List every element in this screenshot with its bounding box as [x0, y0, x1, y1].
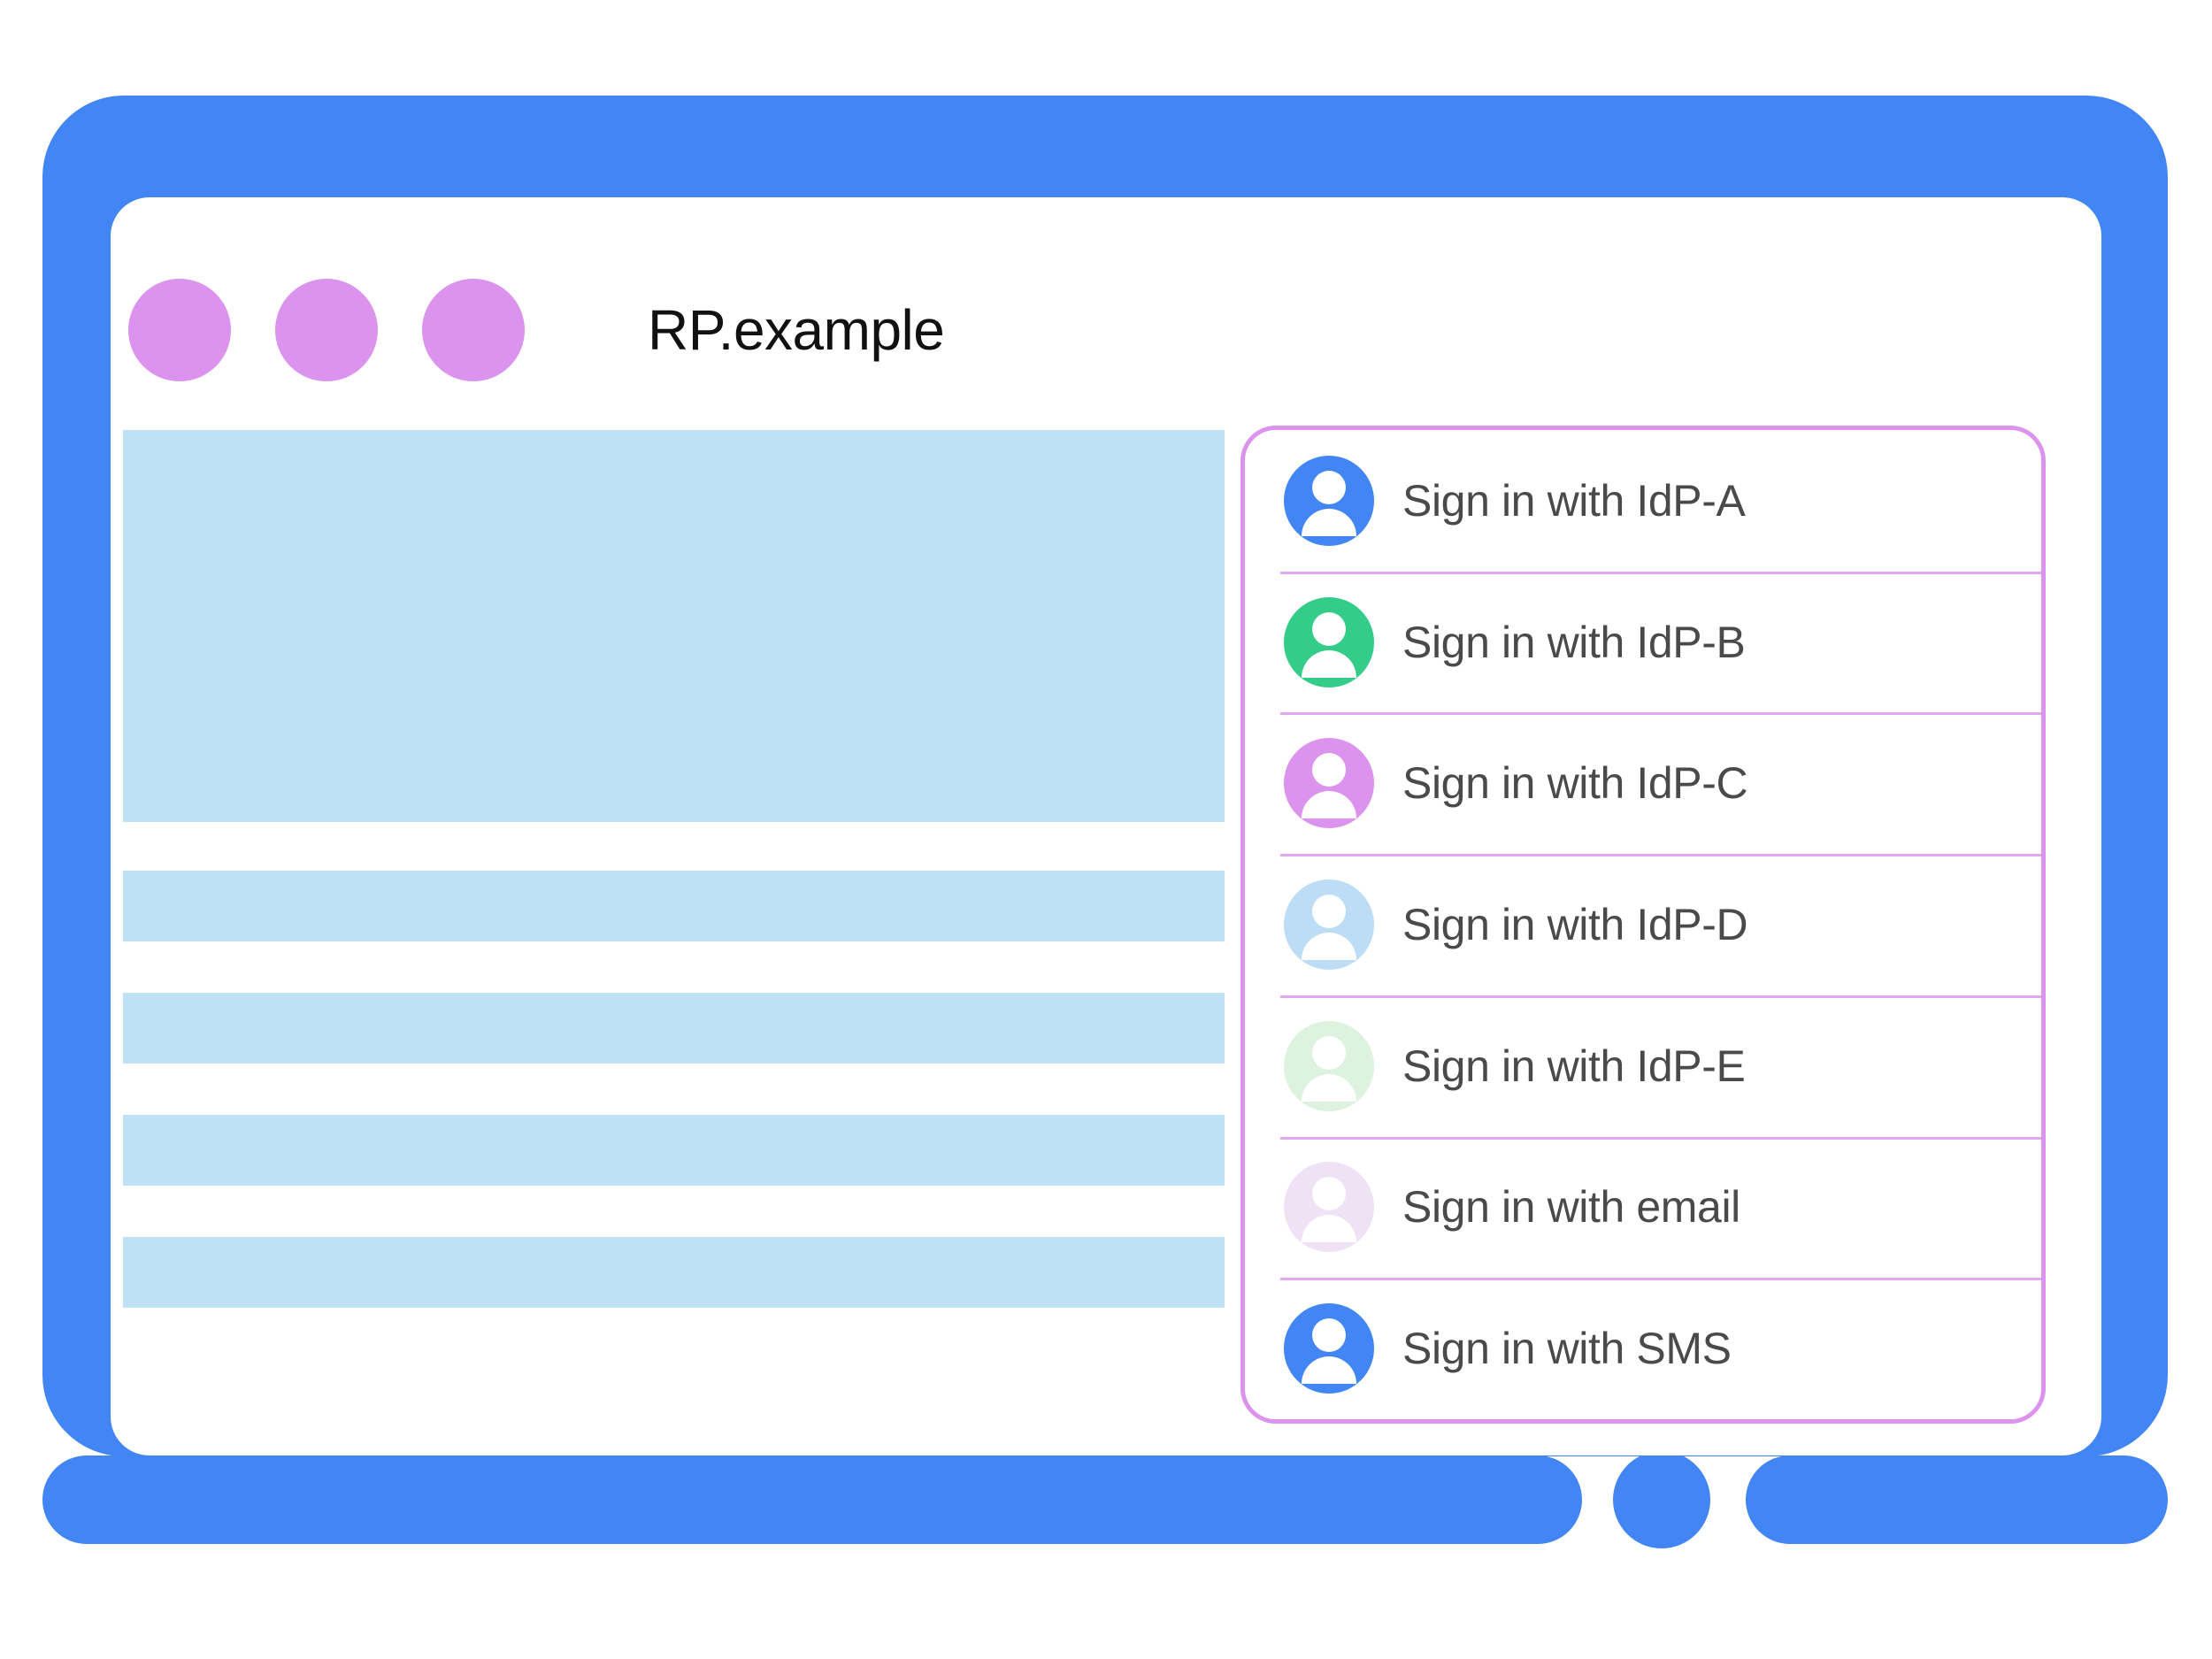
- site-title: RP.example: [648, 298, 945, 362]
- browser-titlebar: RP.example: [111, 197, 2101, 381]
- account-option-label: Sign in with IdP-C: [1402, 758, 1748, 809]
- person-avatar-icon: [1284, 1020, 1374, 1111]
- device-bezel-right: [1746, 1455, 2168, 1544]
- account-option-idp-c[interactable]: Sign in with IdP-C: [1245, 712, 2041, 855]
- account-option-label: Sign in with IdP-B: [1402, 617, 1746, 667]
- account-option-email[interactable]: Sign in with email: [1245, 1136, 2041, 1279]
- account-option-label: Sign in with IdP-E: [1402, 1041, 1746, 1091]
- window-dot-2[interactable]: [275, 279, 378, 381]
- account-option-label: Sign in with email: [1402, 1182, 1740, 1233]
- home-button[interactable]: [1613, 1451, 1710, 1548]
- account-option-label: Sign in with IdP-A: [1402, 475, 1746, 526]
- text-placeholder-1: [123, 871, 1225, 941]
- text-placeholder-4: [123, 1237, 1225, 1308]
- account-option-idp-d[interactable]: Sign in with IdP-D: [1245, 854, 2041, 995]
- person-avatar-icon: [1284, 596, 1374, 687]
- account-option-idp-a[interactable]: Sign in with IdP-A: [1245, 430, 2041, 572]
- account-option-idp-b[interactable]: Sign in with IdP-B: [1245, 571, 2041, 713]
- account-chooser-dialog: Sign in with IdP-A Sign in with IdP-B Si…: [1240, 426, 2046, 1424]
- account-option-sms[interactable]: Sign in with SMS: [1245, 1278, 2041, 1419]
- hero-placeholder: [123, 430, 1225, 822]
- window-dot-1[interactable]: [128, 279, 231, 381]
- device-bezel-left: [42, 1455, 1582, 1544]
- browser-screen: RP.example Sign in with IdP-A: [111, 197, 2101, 1455]
- person-avatar-icon: [1284, 1162, 1374, 1253]
- account-option-label: Sign in with SMS: [1402, 1324, 1732, 1374]
- account-chooser-list: Sign in with IdP-A Sign in with IdP-B Si…: [1245, 430, 2041, 1419]
- account-option-label: Sign in with IdP-D: [1402, 900, 1748, 950]
- person-avatar-icon: [1284, 738, 1374, 829]
- text-placeholder-3: [123, 1115, 1225, 1186]
- window-controls: [128, 279, 525, 381]
- person-avatar-icon: [1284, 879, 1374, 971]
- window-dot-3[interactable]: [422, 279, 525, 381]
- account-option-idp-e[interactable]: Sign in with IdP-E: [1245, 995, 2041, 1137]
- text-placeholder-2: [123, 993, 1225, 1064]
- page-content-skeleton: [123, 430, 1229, 1359]
- person-avatar-icon: [1284, 1303, 1374, 1394]
- person-avatar-icon: [1284, 455, 1374, 546]
